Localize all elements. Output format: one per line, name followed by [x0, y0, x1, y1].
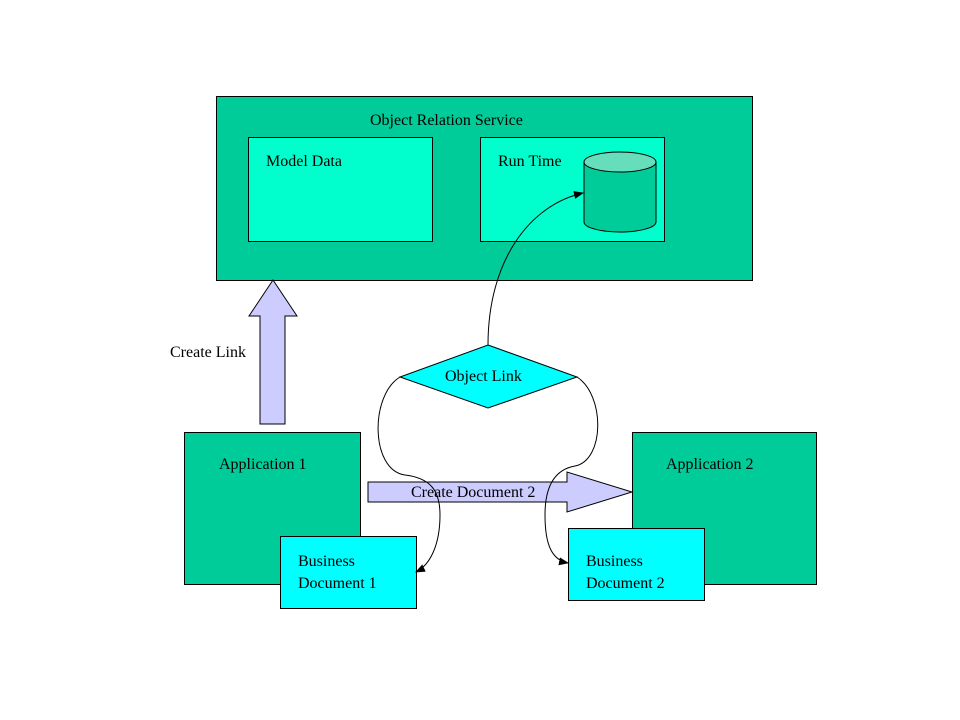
database-cylinder-icon: [583, 151, 657, 233]
model-data-box: Model Data: [248, 137, 433, 242]
object-relation-service-box: Object Relation Service Model Data Run T…: [216, 96, 753, 281]
create-document-arrow: [367, 471, 634, 513]
business-document-2-box: Business Document 2: [568, 528, 705, 601]
business-document-2-line1: Business: [586, 553, 643, 570]
model-data-label: Model Data: [266, 153, 342, 170]
business-document-1-line2: Document 1: [298, 575, 377, 592]
application-1-label: Application 1: [219, 456, 307, 473]
business-document-2-line2: Document 2: [586, 575, 665, 592]
run-time-label: Run Time: [498, 153, 562, 170]
business-document-1-box: Business Document 1: [280, 536, 417, 609]
create-link-label: Create Link: [170, 344, 246, 361]
object-link-label: Object Link: [445, 368, 522, 385]
service-title: Object Relation Service: [370, 112, 523, 129]
link-to-document-2-connector: [544, 376, 599, 566]
application-2-label: Application 2: [666, 456, 754, 473]
link-to-document-1-connector: [377, 376, 441, 573]
create-link-arrow: [248, 279, 298, 425]
create-document-label: Create Document 2: [411, 484, 536, 501]
object-link-diamond: [398, 344, 579, 409]
link-to-database-connector: [487, 191, 584, 346]
business-document-1-line1: Business: [298, 553, 355, 570]
